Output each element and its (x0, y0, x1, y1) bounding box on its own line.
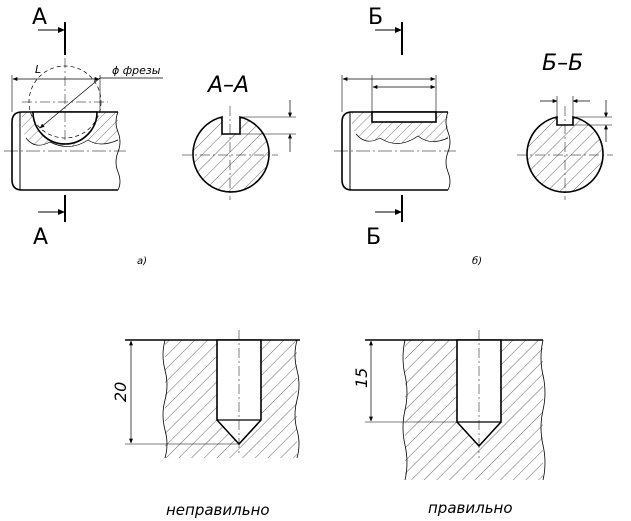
section-b-b: Б–Б (517, 51, 613, 200)
cut-label-b-top: Б (368, 5, 383, 30)
caption-b: б) (472, 255, 482, 267)
dim-l-label: L (35, 63, 41, 76)
dimension-keyway-length (341, 75, 437, 112)
cutting-plane-b-bottom: Б (366, 195, 403, 250)
cut-label-a-top: А (32, 5, 47, 30)
cutter-diameter-label: ϕ фрезы (112, 64, 161, 77)
shaft-a (4, 111, 126, 191)
figure-a: А L (4, 5, 296, 267)
shaft-b (334, 111, 456, 191)
depth-label-20: 20 (111, 382, 130, 402)
cutting-plane-a-top: А (32, 5, 66, 55)
cutting-plane-b-top: Б (368, 5, 403, 55)
caption-correct: правильно (428, 499, 513, 517)
section-a-a-title: А–А (206, 73, 249, 98)
cut-label-b-bottom: Б (366, 225, 381, 250)
depth-label-15: 15 (352, 368, 371, 388)
dimension-l: L (11, 63, 101, 112)
caption-a: а) (137, 256, 147, 267)
cut-label-a-bottom: А (33, 225, 48, 250)
section-b-b-title: Б–Б (542, 51, 583, 76)
cutter-leader: ϕ фрезы (39, 64, 163, 129)
section-a-a: А–А (182, 73, 296, 200)
caption-incorrect: неправильно (166, 501, 270, 519)
cutting-plane-a-bottom: А (33, 195, 66, 250)
figure-b: Б Б Б–Б (334, 5, 613, 267)
hole-incorrect: 20 неправильно (111, 330, 300, 519)
depth-dimension-15: 15 (352, 340, 457, 423)
depth-dimension-20: 20 (111, 340, 239, 445)
hole-correct: 15 правильно (352, 330, 546, 517)
